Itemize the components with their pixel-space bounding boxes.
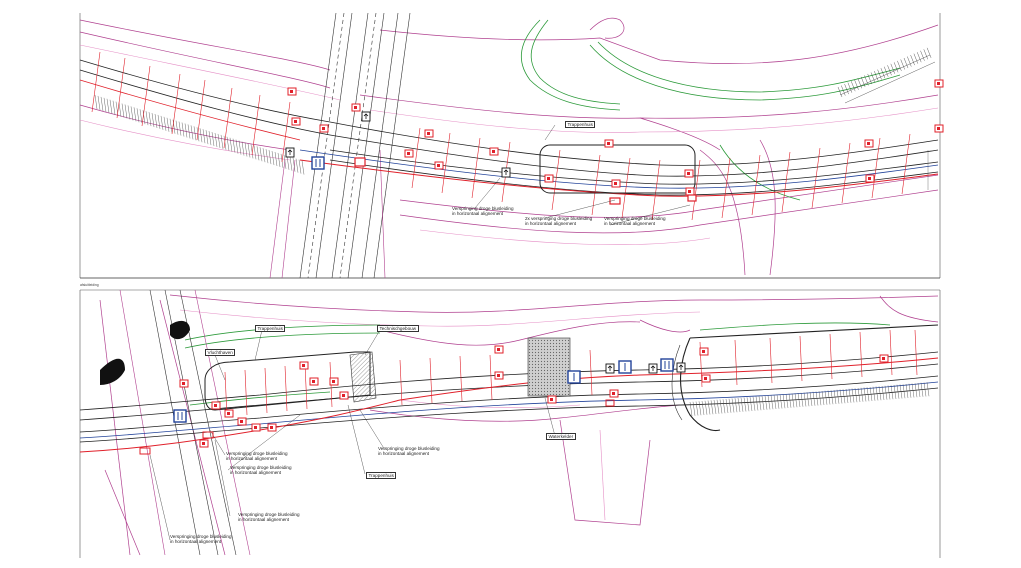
tunnel-tube-bottom: [79, 351, 939, 443]
fire-cabinet-icon: [879, 354, 889, 363]
note-line: Verspringing droge blusleiding: [604, 216, 666, 221]
portal-right: [680, 324, 939, 432]
red-valve-icon: [609, 197, 621, 205]
note-line: in horizontaal alignement: [170, 539, 222, 545]
fire-cabinet-icon: [211, 401, 221, 410]
label-vluchthaven: Vluchthaven: [205, 349, 236, 357]
fire-cabinet-icon: [611, 179, 621, 188]
note-line: in horizontaal alignement: [238, 517, 290, 523]
note-verspringing-e: Verspringing droge blusleiding in horizo…: [226, 451, 288, 462]
emergency-exit-icon: [285, 147, 295, 158]
note-line: Verspringing droge blusleiding: [230, 465, 292, 470]
note-line: Verspringing droge blusleiding: [378, 446, 440, 451]
red-valve-icon: [687, 194, 697, 202]
fire-cabinet-icon: [434, 161, 444, 170]
fire-cabinet-icon: [699, 347, 709, 356]
fire-cabinet-icon: [287, 87, 297, 96]
fire-cabinet-icon: [424, 129, 434, 138]
label-trappenhuis-bottom-1: Trappenhuis: [255, 325, 286, 333]
top-panel: [79, 12, 944, 279]
note-line: in horizontaal alignement: [378, 451, 430, 457]
retaining-wall-hatch-top: [94, 94, 305, 175]
note-line: in horizontaal alignement: [230, 470, 282, 476]
label-trappenhuis-top: Trappenhuis: [565, 121, 596, 129]
emergency-exit-icon: [361, 111, 371, 122]
fire-cabinet-icon: [267, 423, 277, 432]
fire-cabinet-icon: [251, 423, 261, 432]
fire-cabinet-icon: [544, 174, 554, 183]
note-line: 2x verspringing droge blusleiding: [525, 216, 593, 221]
note-verspringing-g: Verspringing droge blusleiding in horizo…: [238, 512, 300, 523]
fire-cabinet-icon: [489, 147, 499, 156]
fire-cabinet-icon: [864, 139, 874, 148]
vluchthaven-outline: [204, 351, 371, 411]
fire-cabinet-icon: [547, 395, 557, 404]
fire-cabinet-icon: [237, 417, 247, 426]
label-technischgebouw: Technischgebouw: [377, 325, 419, 333]
fire-cabinet-icon: [339, 391, 349, 400]
hydrant-box-bottom-4: [660, 358, 674, 372]
fire-cabinet-icon: [865, 174, 875, 183]
hydrant-box-bottom-1: [173, 409, 187, 423]
cross-road-top: [269, 12, 411, 279]
label-header-bottom: afsluitleiding: [80, 283, 99, 287]
hydrant-box-bottom-3: [618, 360, 632, 374]
note-line: in horizontaal alignement: [452, 211, 504, 217]
hydrant-box-bottom-2: [567, 370, 581, 384]
fire-cabinet-icon: [351, 103, 361, 112]
fire-cabinet-icon: [934, 124, 944, 133]
emergency-exit-icon: [648, 363, 658, 374]
island-left-2: [170, 320, 190, 340]
fire-cabinet-icon: [494, 371, 504, 380]
note-line: Verspringing droge blusleiding: [226, 451, 288, 456]
note-line: Verspringing droge blusleiding: [452, 206, 514, 211]
fire-cabinet-icon: [319, 124, 329, 133]
fire-cabinet-icon: [404, 149, 414, 158]
emergency-exit-icon: [501, 167, 511, 178]
blue-line-top: [299, 149, 939, 189]
label-waterkelder: Waterkelder: [546, 433, 576, 441]
red-dry-main-top: [299, 159, 939, 197]
note-verspringing-f: Verspringing droge blusleiding in horizo…: [230, 465, 292, 476]
note-line: Verspringing droge blusleiding: [238, 512, 300, 517]
note-verspringing-h: Verspringing droge blusleiding in horizo…: [170, 534, 232, 545]
note-line: in horizontaal alignement: [604, 221, 656, 227]
hydrant-box-top: [311, 156, 325, 170]
fire-cabinet-icon: [684, 169, 694, 178]
label-trappenhuis-bottom-2: Trappenhuis: [366, 472, 397, 480]
waterkelder-area: [527, 337, 571, 397]
technisch-gebouw: [349, 351, 377, 403]
note-line: in horizontaal alignement: [226, 456, 278, 462]
fire-cabinet-icon: [291, 117, 301, 126]
fire-cabinet-icon: [224, 409, 234, 418]
note-line: Verspringing droge blusleiding: [170, 534, 232, 539]
note-verspringing-b: 2x verspringing droge blusleiding in hor…: [525, 216, 592, 227]
fire-cabinet-icon: [604, 139, 614, 148]
note-line: in horizontaal alignement: [525, 221, 577, 227]
fire-cabinet-icon: [494, 345, 504, 354]
fire-cabinet-icon: [609, 389, 619, 398]
fire-cabinet-icon: [685, 187, 695, 196]
fire-cabinet-icon: [309, 377, 319, 386]
emergency-exit-icon: [676, 362, 686, 373]
fire-cabinet-icon: [934, 79, 944, 88]
bottom-panel: [79, 289, 939, 556]
fire-cabinet-icon: [179, 379, 189, 388]
fire-cabinet-icon: [329, 377, 339, 386]
fire-cabinet-icon: [299, 361, 309, 370]
fire-cabinet-icon: [701, 374, 711, 383]
sheet-frames: [79, 13, 941, 558]
note-verspringing-d: Verspringing droge blusleiding in horizo…: [378, 446, 440, 457]
emergency-exit-outline-top: [539, 144, 696, 194]
parking-stalls-top-right: [837, 47, 936, 104]
red-valve-icon: [354, 157, 366, 167]
note-verspringing-a: Verspringing droge blusleiding in horizo…: [452, 206, 514, 217]
emergency-exit-icon: [605, 363, 615, 374]
blue-line-bottom: [79, 381, 939, 439]
fire-cabinet-icon: [199, 439, 209, 448]
island-left-1: [100, 358, 125, 385]
note-verspringing-c: Verspringing droge blusleiding in horizo…: [604, 216, 666, 227]
